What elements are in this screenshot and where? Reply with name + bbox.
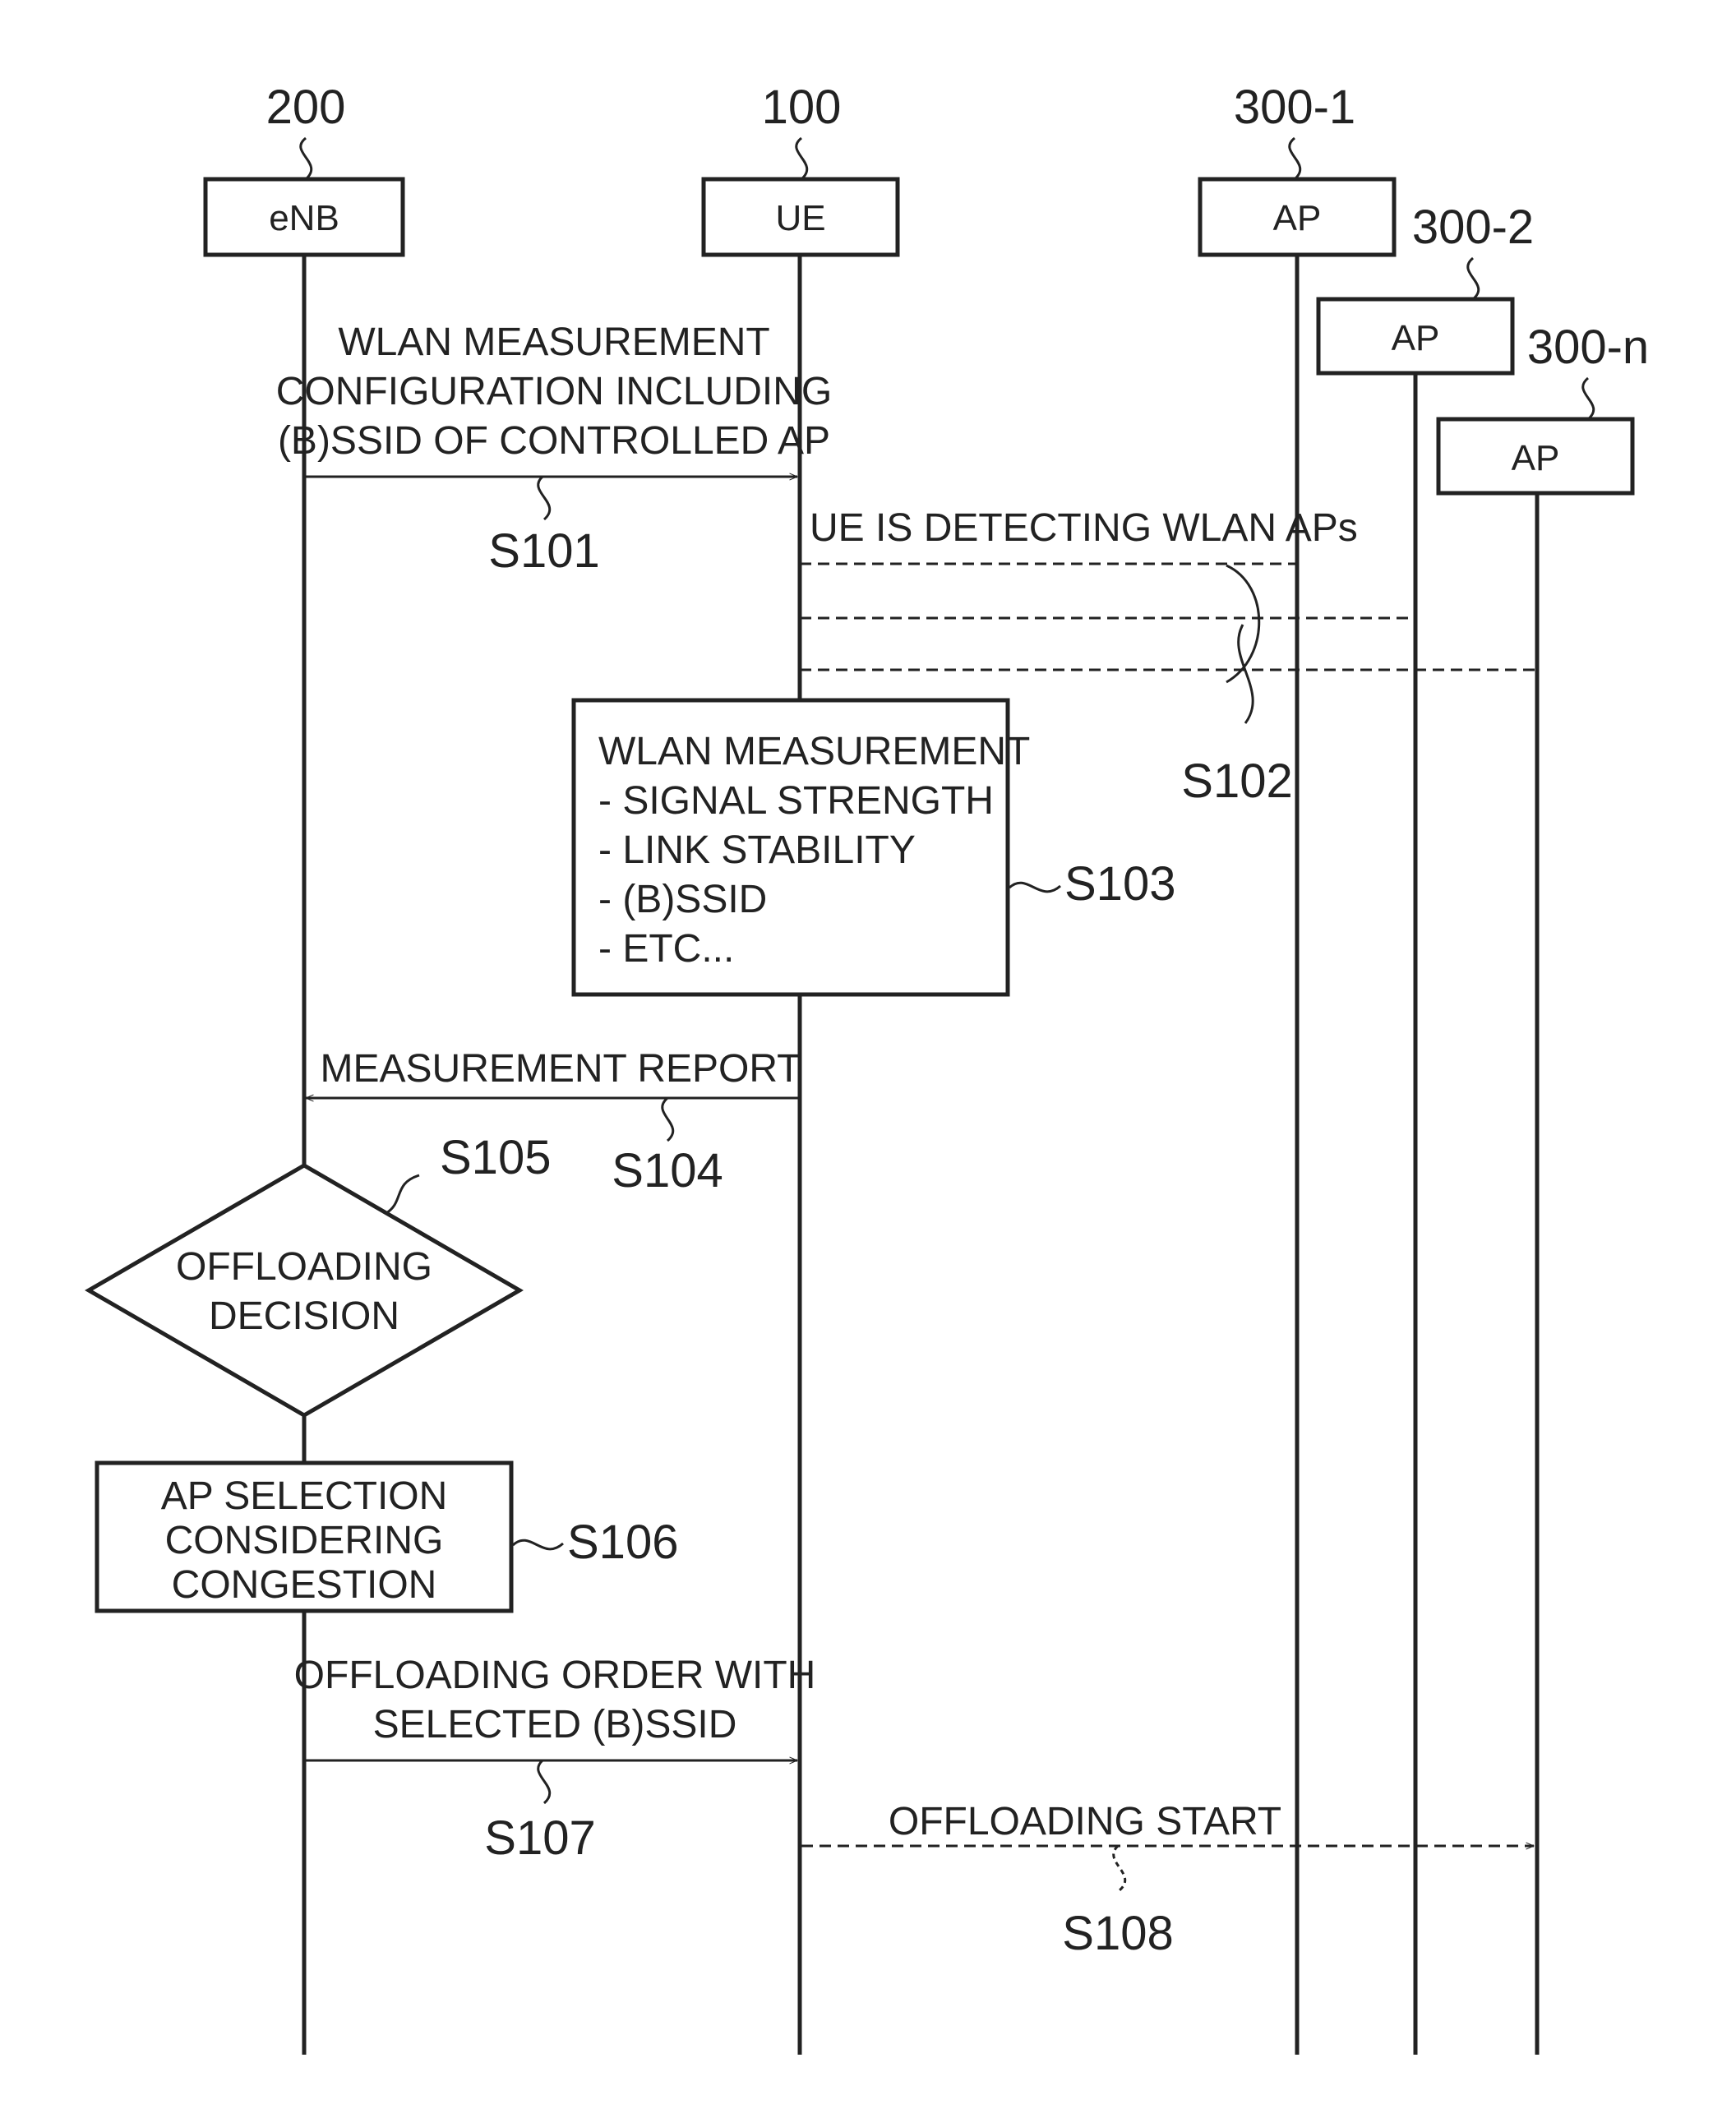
ap1-label: AP bbox=[1273, 198, 1322, 238]
s103-line-3: - LINK STABILITY bbox=[598, 828, 916, 872]
s104-step-label: S104 bbox=[612, 1144, 723, 1197]
s103-line-1: WLAN MEASUREMENT bbox=[598, 730, 1030, 773]
s104-leader-line bbox=[663, 1098, 673, 1141]
s103-line-4: - (B)SSID bbox=[598, 878, 767, 921]
s101-line-3: (B)SSID OF CONTROLLED AP bbox=[278, 419, 830, 463]
apn-leader-line bbox=[1583, 378, 1594, 419]
s101-line-2: CONFIGURATION INCLUDING bbox=[276, 370, 832, 413]
ue-label: UE bbox=[775, 198, 825, 238]
s106-line-3: CONGESTION bbox=[172, 1563, 437, 1607]
s103-leader-line bbox=[1009, 883, 1060, 892]
s105-leader-line bbox=[386, 1175, 419, 1213]
s105-line-2: DECISION bbox=[209, 1294, 399, 1338]
apn-label: AP bbox=[1512, 438, 1560, 478]
s103-line-5: - ETC... bbox=[598, 927, 734, 971]
s105-decision: OFFLOADING DECISION S105 bbox=[89, 1131, 551, 1415]
ue-ref-label: 100 bbox=[762, 81, 842, 134]
s107-line-2: SELECTED (B)SSID bbox=[373, 1703, 737, 1746]
s105-diamond bbox=[89, 1165, 519, 1415]
s102-label: UE IS DETECTING WLAN APs bbox=[810, 506, 1358, 550]
enb-entity: 200 eNB bbox=[205, 81, 403, 255]
ue-entity: 100 UE bbox=[704, 81, 898, 255]
s103-process: WLAN MEASUREMENT - SIGNAL STRENGTH - LIN… bbox=[574, 700, 1175, 994]
s107-message: OFFLOADING ORDER WITH SELECTED (B)SSID S… bbox=[294, 1654, 816, 1865]
s106-leader-line bbox=[513, 1540, 563, 1549]
ue-leader-line bbox=[796, 138, 807, 179]
apn-ref-label: 300-n bbox=[1527, 321, 1649, 374]
s105-line-1: OFFLOADING bbox=[176, 1245, 432, 1289]
s108-message: OFFLOADING START S108 bbox=[801, 1800, 1534, 1960]
s101-line-1: WLAN MEASUREMENT bbox=[338, 321, 769, 364]
s102-leader-line bbox=[1239, 625, 1254, 723]
ap2-leader-line bbox=[1468, 258, 1479, 299]
ap1-leader-line bbox=[1290, 138, 1300, 179]
s108-leader-line bbox=[1114, 1846, 1125, 1890]
s107-step-label: S107 bbox=[484, 1811, 595, 1865]
s103-line-2: - SIGNAL STRENGTH bbox=[598, 779, 994, 823]
s106-line-1: AP SELECTION bbox=[161, 1474, 448, 1518]
s103-step-label: S103 bbox=[1064, 857, 1175, 911]
ap2-ref-label: 300-2 bbox=[1412, 201, 1534, 254]
s106-process: AP SELECTION CONSIDERING CONGESTION S106 bbox=[97, 1463, 678, 1611]
s101-message: WLAN MEASUREMENT CONFIGURATION INCLUDING… bbox=[276, 321, 832, 578]
s106-line-2: CONSIDERING bbox=[165, 1519, 444, 1562]
s101-step-label: S101 bbox=[488, 524, 599, 578]
enb-leader-line bbox=[301, 138, 312, 179]
s104-label: MEASUREMENT REPORT bbox=[321, 1047, 801, 1091]
ap1-entity: 300-1 AP bbox=[1200, 81, 1394, 255]
s101-leader-line bbox=[538, 477, 550, 519]
s107-leader-line bbox=[538, 1760, 550, 1803]
s104-message: MEASUREMENT REPORT S104 bbox=[306, 1047, 801, 1197]
s108-step-label: S108 bbox=[1062, 1907, 1173, 1960]
ap2-label: AP bbox=[1392, 318, 1440, 358]
enb-ref-label: 200 bbox=[266, 81, 346, 134]
enb-label: eNB bbox=[269, 198, 339, 238]
s106-step-label: S106 bbox=[567, 1516, 678, 1569]
s108-label: OFFLOADING START bbox=[889, 1800, 1281, 1843]
s102-step-label: S102 bbox=[1181, 754, 1292, 808]
ap1-ref-label: 300-1 bbox=[1234, 81, 1355, 134]
s105-step-label: S105 bbox=[440, 1131, 551, 1184]
s107-line-1: OFFLOADING ORDER WITH bbox=[294, 1654, 816, 1697]
